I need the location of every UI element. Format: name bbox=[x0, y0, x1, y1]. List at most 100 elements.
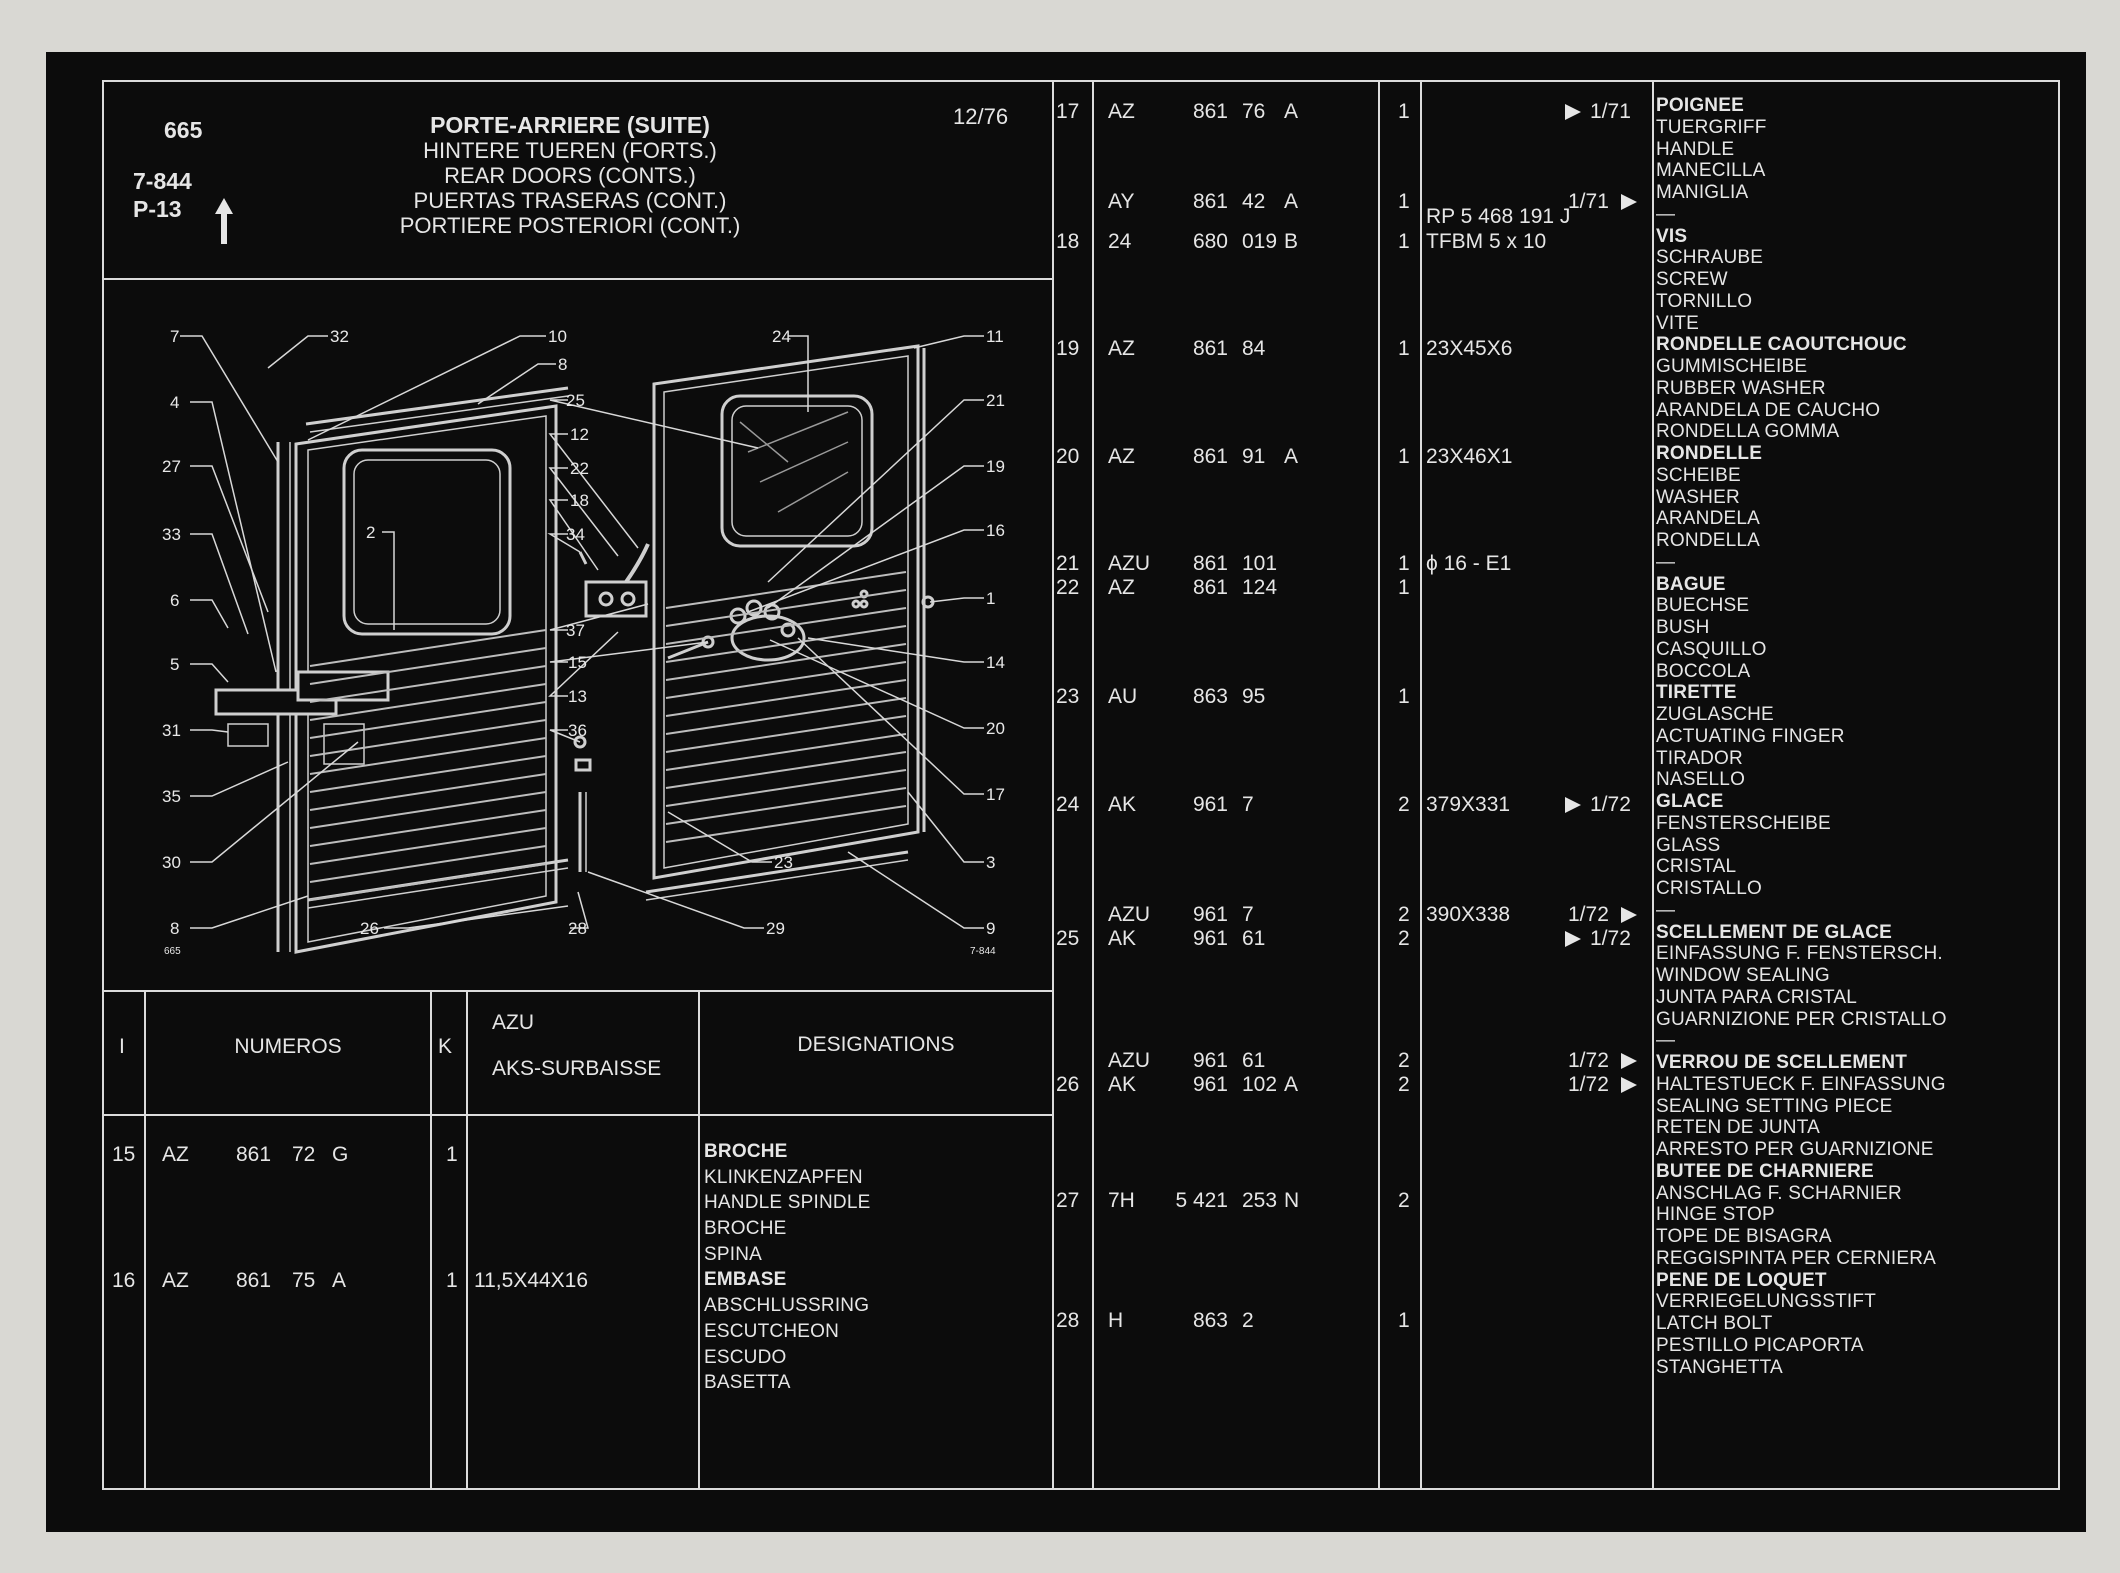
row-prefix: AK bbox=[1108, 793, 1137, 816]
callout-4: 4 bbox=[170, 393, 179, 412]
page-number: 665 bbox=[164, 117, 203, 143]
row-prefix: AZU bbox=[1108, 903, 1150, 926]
callout-14: 14 bbox=[986, 653, 1005, 672]
callout-9: 9 bbox=[986, 919, 995, 938]
row-number-1: 861 bbox=[1192, 576, 1228, 599]
callout-17: 17 bbox=[986, 785, 1005, 804]
row-spec: ϕ 16 - E1 bbox=[1426, 552, 1512, 575]
row-qty: 1 bbox=[1398, 685, 1410, 708]
designation-line: SCHRAUBE bbox=[1656, 247, 1764, 269]
triangle-marker-icon bbox=[1621, 907, 1637, 923]
designation-line: WASHER bbox=[1656, 486, 1740, 508]
designation-title: VERROU DE SCELLEMENT bbox=[1656, 1052, 1908, 1073]
row-suffix: G bbox=[332, 1143, 349, 1166]
callout-30: 30 bbox=[162, 853, 181, 872]
callout-26: 26 bbox=[360, 919, 379, 938]
row-suffix: A bbox=[1284, 190, 1299, 213]
designation-line: BOCCOLA bbox=[1656, 660, 1751, 682]
designation-title: PENE DE LOQUET bbox=[1656, 1269, 1827, 1291]
row-qty: 1 bbox=[1398, 576, 1410, 599]
designation-line: — bbox=[1656, 551, 1676, 573]
row-prefix: AK bbox=[1108, 1073, 1137, 1096]
diagram-corner-left: 665 bbox=[164, 946, 181, 957]
callout-19: 19 bbox=[986, 457, 1005, 476]
designation-line: SPINA bbox=[704, 1243, 763, 1265]
row-number-2: 84 bbox=[1242, 337, 1266, 360]
row-date: 1/71 bbox=[1590, 100, 1631, 123]
callout-20: 20 bbox=[986, 719, 1005, 738]
row-index: 22 bbox=[1056, 576, 1080, 599]
callout-13: 13 bbox=[568, 687, 587, 706]
callout-35: 35 bbox=[162, 787, 181, 806]
designation-title: RONDELLE CAOUTCHOUC bbox=[1656, 334, 1907, 356]
callout-31: 31 bbox=[162, 721, 181, 740]
divider-header bbox=[104, 278, 1052, 280]
callout-15: 15 bbox=[568, 653, 587, 672]
row-suffix: A bbox=[1284, 445, 1299, 468]
row-suffix: B bbox=[1284, 230, 1299, 253]
col-line-k bbox=[466, 990, 468, 1488]
designation-title: BROCHE bbox=[704, 1141, 788, 1162]
row-number-2: 72 bbox=[292, 1143, 316, 1166]
designation-line: GUMMISCHEIBE bbox=[1656, 356, 1808, 377]
row-number-2: 2 bbox=[1242, 1309, 1254, 1332]
row-number-2: 42 bbox=[1242, 190, 1266, 213]
designation-title: POIGNEE bbox=[1656, 95, 1744, 116]
row-number-1: 961 bbox=[1192, 1049, 1228, 1072]
designation-line: HANDLE SPINDLE bbox=[704, 1192, 871, 1214]
callout-18: 18 bbox=[570, 491, 589, 510]
row-qty: 1 bbox=[1398, 337, 1410, 360]
row-index: 25 bbox=[1056, 927, 1080, 950]
callout-12: 12 bbox=[570, 425, 589, 444]
divider-table-head bbox=[104, 1114, 1052, 1116]
designation-title: BUTEE DE CHARNIERE bbox=[1656, 1160, 1874, 1182]
row-number-1: 961 bbox=[1192, 903, 1228, 926]
col-line-spec bbox=[698, 990, 700, 1488]
col-line-i-right bbox=[1092, 80, 1094, 1488]
title-it: PORTIERE POSTERIORI (CONT.) bbox=[399, 213, 741, 238]
triangle-marker-icon bbox=[1621, 194, 1637, 210]
designation-line: CRISTALLO bbox=[1656, 878, 1762, 899]
row-index: 17 bbox=[1056, 100, 1080, 123]
callout-3: 3 bbox=[986, 853, 995, 872]
issue-date: 12/76 bbox=[953, 104, 1009, 129]
row-spec: 379X331 bbox=[1426, 793, 1511, 816]
designation-line: MANIGLIA bbox=[1656, 182, 1749, 203]
row-prefix: AU bbox=[1108, 685, 1138, 708]
row-number-2: 75 bbox=[292, 1269, 316, 1292]
callout-10: 10 bbox=[548, 327, 567, 346]
col-line-num bbox=[430, 990, 432, 1488]
row-number-2: 61 bbox=[1242, 1049, 1266, 1072]
row-number-2: 101 bbox=[1242, 552, 1278, 575]
row-number-2: 7 bbox=[1242, 903, 1254, 926]
row-qty: 1 bbox=[1398, 552, 1410, 575]
designation-line: NASELLO bbox=[1656, 769, 1746, 791]
designation-line: TORNILLO bbox=[1656, 290, 1753, 312]
designation-line: ACTUATING FINGER bbox=[1656, 725, 1845, 747]
row-spec: 11,5X44X16 bbox=[474, 1269, 589, 1292]
row-number-1: 5 421 bbox=[1175, 1189, 1228, 1212]
designation-line: ARANDELA bbox=[1656, 508, 1761, 530]
row-number-1: 863 bbox=[1192, 1309, 1228, 1332]
designation-line: CASQUILLO bbox=[1656, 638, 1767, 660]
designation-line: HINGE STOP bbox=[1656, 1204, 1775, 1226]
callout-5: 5 bbox=[170, 655, 179, 674]
row-number-1: 961 bbox=[1192, 1073, 1228, 1096]
callout-34: 34 bbox=[566, 525, 585, 544]
row-index: 15 bbox=[112, 1143, 136, 1166]
row-number-1: 861 bbox=[1192, 552, 1228, 575]
designation-line: SEALING SETTING PIECE bbox=[1656, 1095, 1893, 1117]
callout-8-bottom: 8 bbox=[170, 919, 179, 938]
row-number-2: 61 bbox=[1242, 927, 1266, 950]
row-qty: 2 bbox=[1398, 793, 1410, 816]
row-number-2: 76 bbox=[1242, 100, 1266, 123]
row-number-2: 253 bbox=[1242, 1189, 1278, 1212]
designation-line: — bbox=[1656, 203, 1676, 225]
title-en: REAR DOORS (CONTS.) bbox=[444, 163, 696, 188]
callout-33: 33 bbox=[162, 525, 181, 544]
row-qty: 2 bbox=[1398, 1189, 1410, 1212]
designation-line: TUERGRIFF bbox=[1656, 116, 1767, 138]
row-qty: 2 bbox=[1398, 927, 1410, 950]
row-date: 1/71 bbox=[1568, 190, 1609, 213]
